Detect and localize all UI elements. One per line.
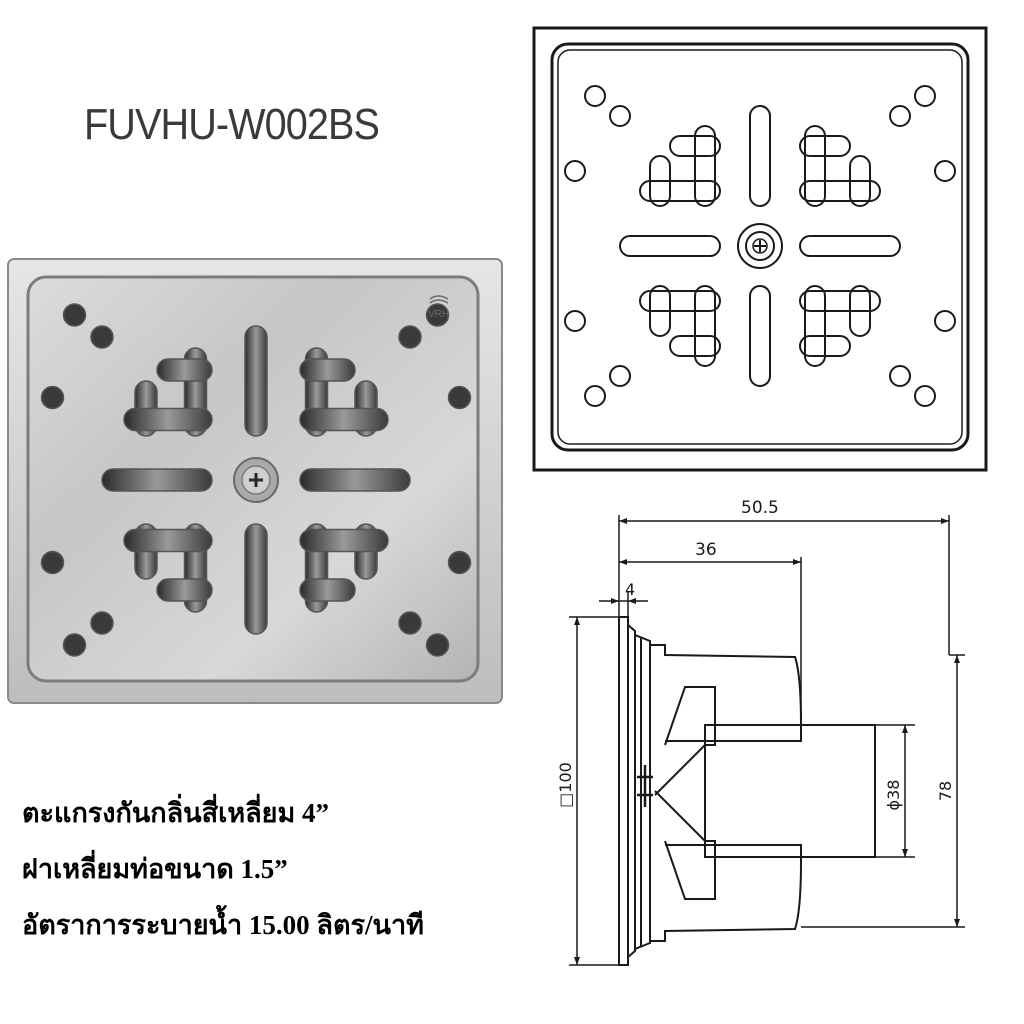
grate-hole xyxy=(934,160,956,182)
grate-slot xyxy=(639,180,721,202)
dim-overall-depth: 50.5 xyxy=(741,498,779,518)
grate-slot xyxy=(244,325,268,437)
grate-hole xyxy=(90,325,114,349)
grate-slot xyxy=(123,407,213,432)
screw-section xyxy=(637,765,653,807)
grate-slot xyxy=(299,468,411,492)
model-code: FUVHU-W002BS xyxy=(84,100,380,149)
grate-hole xyxy=(889,105,911,127)
grate-slot xyxy=(299,358,356,382)
spec-list: ตะแกรงกันกลิ่นสี่เหลี่ยม 4” ฝาเหลี่ยมท่อ… xyxy=(22,800,424,968)
grate-slot xyxy=(639,290,721,312)
grate-hole xyxy=(584,85,606,107)
grate-hole xyxy=(584,385,606,407)
dim-body-depth: 36 xyxy=(695,540,717,560)
dim-square-size: □100 xyxy=(556,762,575,808)
phillips-cross xyxy=(249,473,263,487)
grate-hole xyxy=(914,385,936,407)
grate-hole xyxy=(40,550,65,575)
grate-slot xyxy=(669,335,721,357)
outlet-pipe xyxy=(704,724,876,858)
brand-mark: VRH xyxy=(428,309,449,320)
grate-hole xyxy=(62,303,87,327)
grate-holes xyxy=(564,85,956,407)
grate-hole xyxy=(398,611,422,635)
grate-slot xyxy=(804,285,826,367)
grate-slot xyxy=(799,135,851,157)
grate-slot xyxy=(156,358,213,382)
grate-holes xyxy=(40,303,472,657)
grate-hole xyxy=(889,365,911,387)
grate-slot xyxy=(799,290,881,312)
grate-hole xyxy=(90,611,114,635)
grate-hole xyxy=(934,310,956,332)
grate-slot xyxy=(299,407,389,432)
grate-hole xyxy=(914,85,936,107)
side-section-drawing: 50.5 36 4 ϕ38 78 □100 xyxy=(556,498,965,966)
grate-slot xyxy=(749,105,771,207)
grate-slot xyxy=(299,578,356,602)
grate-slot xyxy=(299,528,389,553)
grate-hole xyxy=(447,385,472,410)
grate-slot xyxy=(101,468,213,492)
grate-slot xyxy=(799,180,881,202)
trap-body xyxy=(650,644,802,742)
center-screw xyxy=(233,457,279,503)
center-screw xyxy=(737,223,783,269)
dim-flange-thickness: 4 xyxy=(625,580,635,599)
grate-slot xyxy=(694,125,716,207)
dim-body-diameter: 78 xyxy=(936,781,955,801)
grate-slot xyxy=(156,578,213,602)
grate-hole xyxy=(425,303,450,327)
trap-cone xyxy=(654,686,716,796)
top-view-drawing xyxy=(532,26,988,472)
grate-slot xyxy=(619,235,721,257)
brand-logo: VRH xyxy=(428,295,449,320)
grate-slots xyxy=(101,325,411,635)
flange xyxy=(618,616,629,966)
dim-pipe-diameter: ϕ38 xyxy=(884,780,903,811)
grate-hole xyxy=(609,365,631,387)
spec-line: ตะแกรงกันกลิ่นสี่เหลี่ยม 4” xyxy=(22,798,330,828)
grate-hole xyxy=(564,160,586,182)
grate-hole xyxy=(609,105,631,127)
grate-slot xyxy=(244,523,268,635)
grate-slot xyxy=(804,125,826,207)
grate-slot xyxy=(799,335,851,357)
grate-hole xyxy=(398,325,422,349)
outer-frame xyxy=(532,26,988,472)
spec-line: อัตราการระบายน้ำ 15.00 ลิตร/นาที xyxy=(22,910,424,940)
grate-slot xyxy=(669,135,721,157)
grate-hole xyxy=(425,633,450,657)
product-photo: VRH xyxy=(7,258,503,704)
grate-slot xyxy=(799,235,901,257)
grate-plate xyxy=(550,42,970,452)
grate-slots xyxy=(619,105,901,387)
spec-line: ฝาเหลี่ยมท่อขนาด 1.5” xyxy=(22,854,288,884)
grate-hole xyxy=(564,310,586,332)
grate-slot xyxy=(749,285,771,387)
grate-hole xyxy=(62,633,87,657)
phillips-cross xyxy=(754,240,766,252)
grate-hole xyxy=(447,550,472,575)
grate-slot xyxy=(694,285,716,367)
grate-hole xyxy=(40,385,65,410)
grate-slot xyxy=(123,528,213,553)
